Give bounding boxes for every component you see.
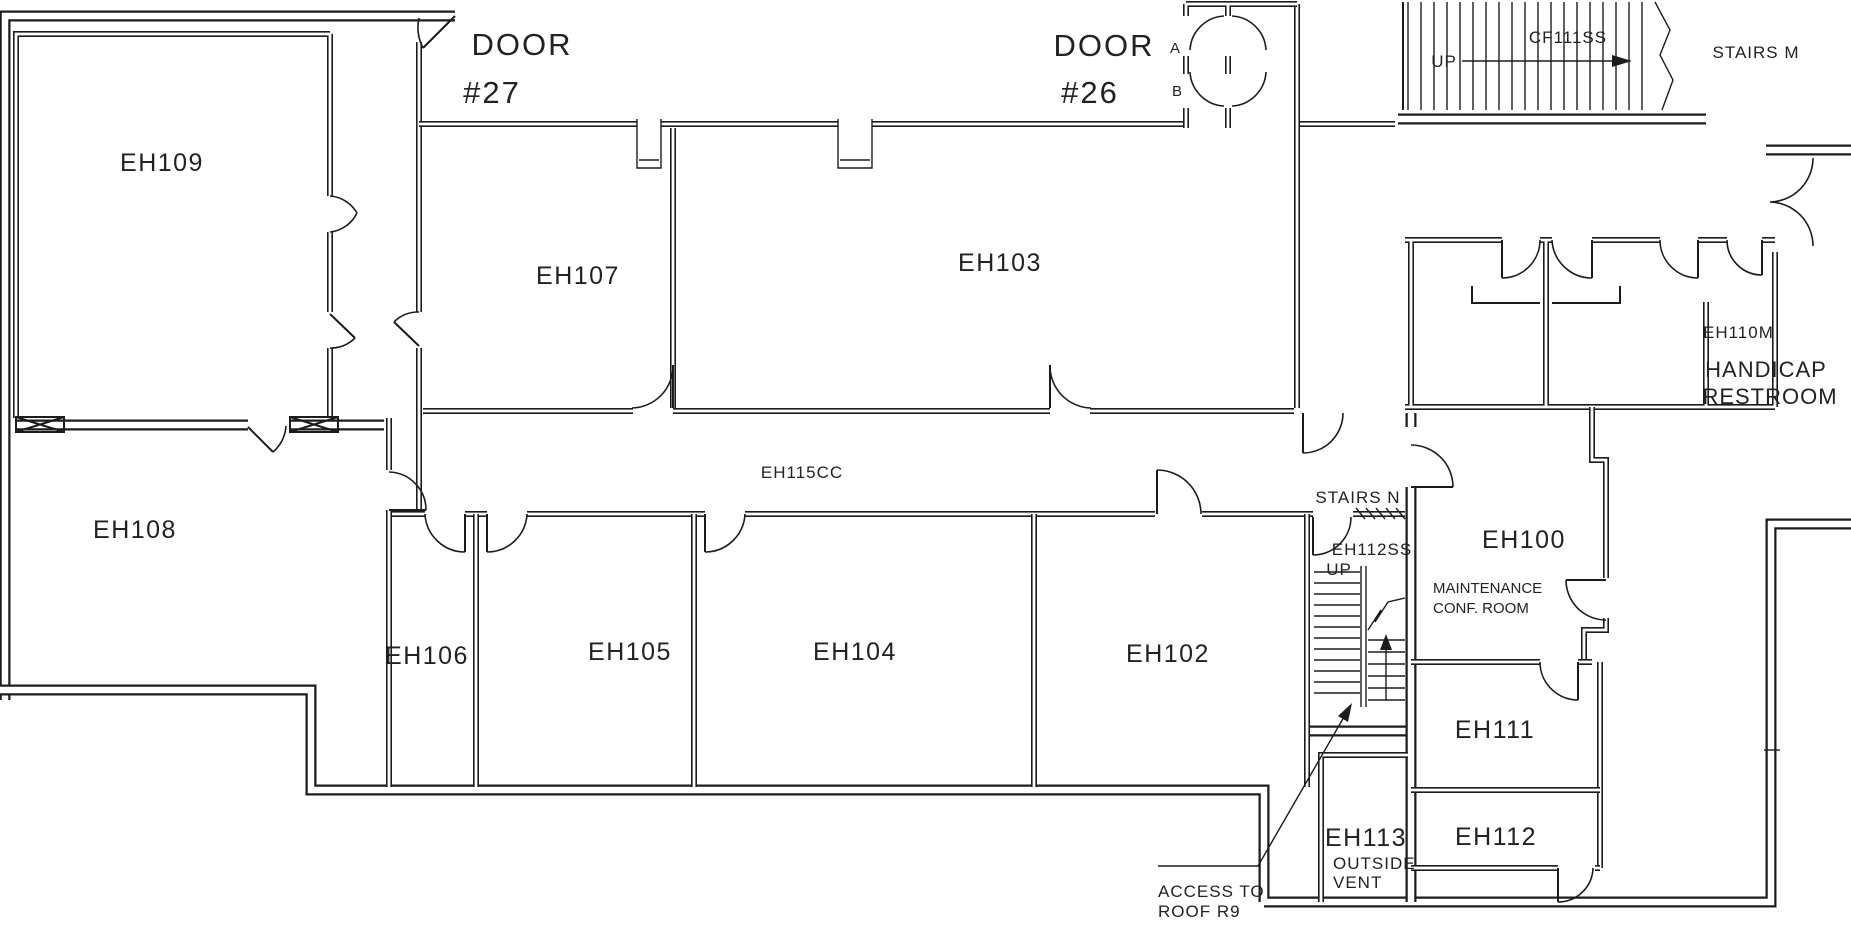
corridor-label-eh115cc: EH115CC	[761, 463, 843, 482]
window-symbols	[15, 416, 339, 433]
stairs-eh112ss-up-arrowhead	[1380, 634, 1392, 650]
access-roof-arrowhead	[1338, 703, 1352, 722]
stairs-eh112ss-hatch	[1355, 507, 1406, 520]
label-eh112ss: EH112SS	[1332, 540, 1412, 559]
label-door26-line1: DOOR	[1054, 28, 1155, 63]
door-eh105-swing	[486, 513, 528, 553]
door27-leaf	[422, 15, 456, 49]
label-handicap: HANDICAP	[1705, 357, 1827, 382]
door-eh102-swing	[1156, 469, 1202, 515]
label-door26-line2: #26	[1061, 75, 1119, 110]
doors	[247, 15, 1814, 903]
room-label-eh113: EH113	[1325, 824, 1407, 852]
door27-swing	[417, 17, 424, 49]
label-up-cf111ss: UP	[1431, 52, 1457, 71]
room-label-eh103: EH103	[958, 249, 1042, 277]
room-label-eh108: EH108	[93, 516, 177, 544]
stairs-cf111ss-breakline	[1654, 1, 1674, 111]
label-maintenance-line1: MAINTENANCE	[1433, 580, 1542, 597]
label-stairs-m: STAIRS M	[1712, 43, 1799, 62]
label-up-eh112ss: UP	[1326, 560, 1352, 579]
stairs-eh112ss-breakline	[1367, 597, 1406, 631]
door-eh109-eh108-swing	[272, 425, 287, 453]
door-eh110m-swing	[1726, 239, 1763, 276]
restroom-fixtures	[1471, 286, 1780, 751]
label-vent: VENT	[1333, 873, 1382, 892]
walls-partition	[13, 1, 1778, 902]
door-eh103-swing	[1049, 364, 1092, 409]
room-label-eh102: EH102	[1126, 640, 1210, 668]
door-eh111-swing	[1539, 661, 1579, 701]
label-restroom: RESTROOM	[1702, 384, 1837, 409]
room-label-eh111: EH111	[1455, 716, 1535, 744]
toilet-partition-right	[1552, 286, 1621, 304]
label-door27-line1: DOOR	[472, 27, 573, 62]
toilet-partition-left	[1471, 286, 1540, 304]
stairs-cf111ss-treads	[1407, 2, 1643, 110]
label-door26-a: A	[1170, 40, 1180, 57]
wall-notches	[636, 119, 873, 169]
window-box-symbol-right	[289, 416, 339, 433]
room-label-eh105: EH105	[588, 638, 672, 666]
stairs-eh112ss-stringer	[1360, 566, 1367, 707]
room-label-eh107: EH107	[536, 262, 620, 290]
door-eh106-swing	[424, 513, 466, 553]
label-door27-line2: #27	[463, 75, 521, 110]
door-eh100-west-swing	[1410, 444, 1454, 488]
leader-access-roof	[1158, 703, 1352, 867]
notch-eh103-top	[837, 119, 873, 169]
door-eh107-swing	[631, 364, 674, 409]
label-outside: OUTSIDE	[1333, 854, 1416, 873]
door-restroom3-swing	[1659, 239, 1699, 279]
door-eh109-eh108-leaf	[247, 426, 274, 453]
door-stub-lower-swings	[329, 311, 420, 349]
door-stub-upper-swing	[329, 195, 358, 233]
door26-vestibule-swings	[1189, 15, 1267, 107]
room-label-eh110m: EH110M	[1703, 323, 1774, 342]
door-stub-lower-leaves	[329, 313, 420, 347]
door-lobby-swing	[1302, 412, 1344, 454]
access-roof-leader-line	[1158, 709, 1349, 867]
door-eh108-east-swing	[388, 471, 427, 511]
label-cf111ss: CF111SS	[1529, 28, 1607, 47]
walls-outer	[0, 10, 1851, 908]
door-restroom1-swing	[1501, 239, 1541, 279]
door-stairsN-entry-swing	[1312, 516, 1352, 556]
label-access-to: ACCESS TO	[1158, 882, 1265, 901]
door-eh104-swing	[704, 513, 746, 553]
room-label-eh112: EH112	[1455, 823, 1537, 851]
room-label-eh109: EH109	[120, 149, 204, 177]
stairs-eh112ss-treads-left	[1314, 571, 1360, 694]
door-eh100-east-swing	[1565, 579, 1607, 621]
room-label-eh104: EH104	[813, 638, 897, 666]
label-door26-b: B	[1172, 83, 1182, 100]
room-label-eh100: EH100	[1482, 526, 1566, 554]
door-double-northeast-swings	[1769, 157, 1814, 247]
window-box-symbol-left	[15, 416, 65, 433]
door-eh112-swing	[1557, 867, 1594, 903]
stairs-cf111ss-up-arrowhead	[1612, 55, 1632, 67]
room-label-eh106: EH106	[385, 642, 469, 670]
stairs-cf111ss	[1402, 1, 1674, 111]
notch-eh107-top	[636, 119, 662, 169]
door-restroom2-swing	[1551, 239, 1593, 279]
stairs-eh112ss	[1314, 507, 1406, 707]
labels: EH109 EH108 EH107 EH103 EH106 EH105 EH10…	[93, 27, 1837, 921]
label-maintenance-line2: CONF. ROOM	[1433, 600, 1529, 617]
label-stairs-n: STAIRS N	[1315, 488, 1400, 507]
label-roof-r9: ROOF R9	[1158, 902, 1241, 921]
